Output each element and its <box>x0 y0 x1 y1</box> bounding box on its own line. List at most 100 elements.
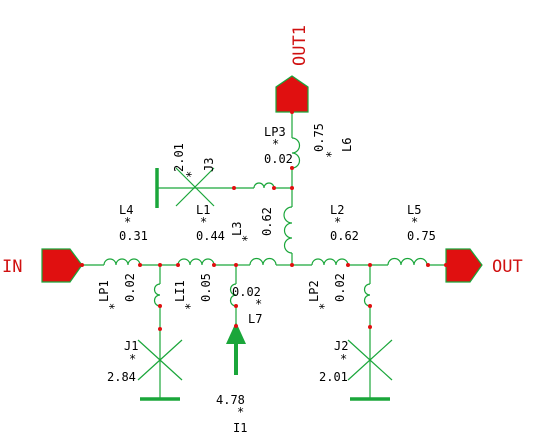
label-lp2-value: 0.02 <box>333 273 347 302</box>
label-l1-name: L1 <box>196 203 210 217</box>
label-lp2: LP2 * 0.02 <box>307 273 347 310</box>
node-li1-bottom <box>234 304 238 308</box>
label-l5-value: 0.75 <box>407 229 436 243</box>
label-i1-star: * <box>237 405 244 419</box>
label-l2-value: 0.62 <box>330 229 359 243</box>
inductor-lp2-symbol <box>363 283 371 307</box>
label-l2-name: L2 <box>330 203 344 217</box>
label-i1-value: 4.78 <box>216 393 245 407</box>
node-l5-right <box>426 263 430 267</box>
node-l1-left <box>176 263 180 267</box>
label-l3-name: L3 <box>230 222 244 236</box>
label-lp1: LP1 * 0.02 <box>97 273 137 310</box>
label-j3-value: 2.01 <box>172 143 186 172</box>
label-j1-name: J1 <box>124 339 138 353</box>
label-lp1-name: LP1 <box>97 280 111 302</box>
label-j2-name: J2 <box>334 339 348 353</box>
label-l3-star: * <box>240 235 254 242</box>
port-out1-label: OUT1 <box>290 25 310 66</box>
label-j2-value: 2.01 <box>319 370 348 384</box>
inductor-li1-symbol <box>229 283 237 307</box>
label-j2-star: * <box>340 352 347 366</box>
node-a <box>158 263 162 267</box>
node-l2-right <box>346 263 350 267</box>
inductor-l6-symbol <box>291 137 301 169</box>
label-l7-star: * <box>255 297 262 311</box>
label-l1: L1 * 0.44 <box>196 203 225 243</box>
inductor-lp1-symbol <box>153 283 161 307</box>
grounds <box>140 168 390 401</box>
node-d <box>368 263 372 267</box>
label-lp1-star: * <box>107 303 121 310</box>
inductors <box>103 137 428 307</box>
label-l2-star: * <box>334 215 341 229</box>
node-out1 <box>290 110 294 114</box>
label-l5: L5 * 0.75 <box>407 203 436 243</box>
label-j1-star: * <box>129 352 136 366</box>
label-li1-name: LI1 <box>173 280 187 302</box>
current-source-i1-arrow <box>226 322 246 375</box>
inductor-l3-horizontal-symbol <box>249 257 277 266</box>
node-l4-right <box>138 263 142 267</box>
inductor-l3-vertical-symbol <box>283 206 293 254</box>
label-lp3-star: * <box>272 137 279 151</box>
inductor-l2-symbol <box>311 258 349 266</box>
label-j3: 2.01 * J3 <box>172 143 216 178</box>
inductor-lp3-symbol <box>253 182 275 189</box>
label-j1: J1 * 2.84 <box>107 339 138 384</box>
label-j1-value: 2.84 <box>107 370 136 384</box>
label-l6-value: 0.75 <box>312 123 326 152</box>
node-l6-bottom <box>290 166 294 170</box>
label-l3: L3 * 0.62 <box>230 207 274 242</box>
label-l4-value: 0.31 <box>119 229 148 243</box>
port-out-shape <box>445 248 483 283</box>
label-j2: J2 * 2.01 <box>319 339 348 384</box>
label-lp3: LP3 * 0.02 <box>264 125 293 166</box>
node-c <box>290 263 294 267</box>
label-li1-value: 0.05 <box>199 273 213 302</box>
label-lp2-name: LP2 <box>307 280 321 302</box>
label-l7-value: 0.02 <box>232 285 261 299</box>
port-in-shape <box>41 248 83 283</box>
label-l6-star: * <box>324 151 338 158</box>
label-l4-star: * <box>124 215 131 229</box>
label-l5-name: L5 <box>407 203 421 217</box>
label-l7-name: L7 <box>248 312 262 326</box>
label-l7: 0.02 * L7 <box>232 285 262 326</box>
label-l6: 0.75 * L6 <box>312 123 354 158</box>
ports <box>41 75 483 283</box>
label-lp3-value: 0.02 <box>264 152 293 166</box>
inductor-l1-symbol <box>177 258 215 266</box>
node-i1-top <box>234 324 238 328</box>
port-in-label: IN <box>2 257 22 277</box>
node-e <box>290 186 294 190</box>
label-l6-name: L6 <box>340 138 354 152</box>
node-out <box>444 263 448 267</box>
node-b <box>234 263 238 267</box>
label-lp1-value: 0.02 <box>123 273 137 302</box>
junctions <box>137 167 393 381</box>
node-l1-right <box>212 263 216 267</box>
junction-j1-symbol <box>137 339 183 381</box>
junction-j3-symbol <box>175 167 215 207</box>
label-li1-star: * <box>183 303 197 310</box>
label-l1-value: 0.44 <box>196 229 225 243</box>
inductor-l5-symbol <box>387 257 428 266</box>
node-lp1-bottom <box>158 304 162 308</box>
label-lp3-name: LP3 <box>264 125 286 139</box>
label-l1-star: * <box>200 215 207 229</box>
label-j3-star: * <box>184 171 198 178</box>
label-l3-value: 0.62 <box>260 207 274 236</box>
junction-j2-symbol <box>347 339 393 381</box>
node-in <box>80 263 84 267</box>
node-lp2-bottom <box>368 304 372 308</box>
port-out-label: OUT <box>492 257 523 277</box>
label-l4: L4 * 0.31 <box>119 203 148 243</box>
nodes <box>80 110 448 331</box>
node-j1-top <box>158 327 162 331</box>
label-i1: 4.78 * I1 <box>216 393 247 434</box>
label-l2: L2 * 0.62 <box>330 203 359 243</box>
label-j3-name: J3 <box>202 158 216 172</box>
label-lp2-star: * <box>317 303 331 310</box>
